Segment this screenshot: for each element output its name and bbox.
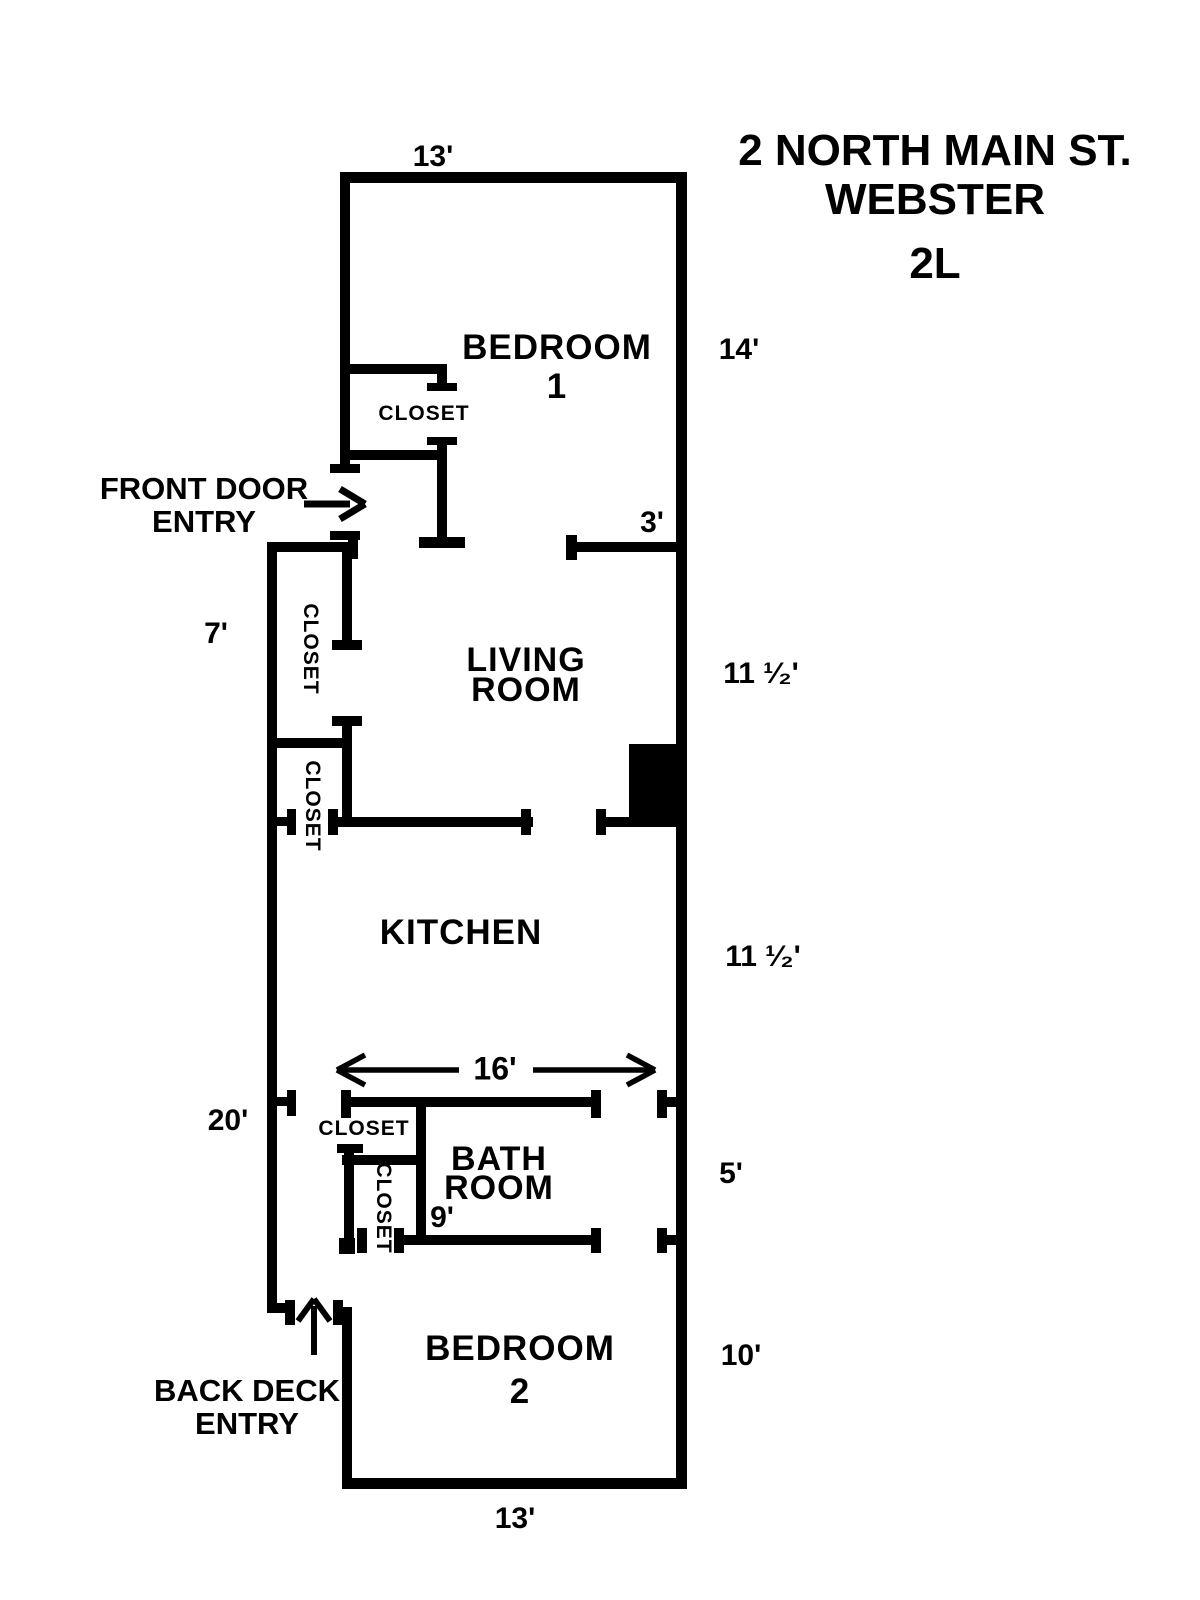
wall-bath-south-a: [399, 1235, 601, 1245]
door-jamb-frontdoor-top: [330, 464, 360, 473]
door-jamb-backdoor-left: [285, 1300, 295, 1325]
wall-outer-top: [340, 172, 687, 183]
door-jamb-kitchen-a-right: [521, 809, 531, 835]
dim-bottom-width: 13': [494, 1502, 536, 1535]
dim-kitchen-width: 16': [473, 1050, 517, 1087]
closet-label-hall-lower: CLOSET: [301, 760, 324, 852]
front-entry-line1: FRONT DOOR: [99, 471, 309, 507]
room-bath-line2: ROOM: [444, 1169, 554, 1207]
dim-bedroom2-height: 10': [720, 1339, 762, 1372]
dim-living-height: 11 ¹⁄₂': [723, 657, 799, 690]
room-label-bedroom2: BEDROOM 2: [425, 1327, 615, 1413]
kitchen-width-dimension-arrow-icon: [335, 1052, 657, 1088]
wall-hallway-west: [267, 542, 277, 1313]
wall-backdoor-lip: [267, 1303, 295, 1313]
wall-hallcloset-divider: [267, 738, 352, 748]
plan-title-line3: 2L: [909, 238, 961, 288]
dim-bath-width: 9': [430, 1201, 454, 1234]
closet-label-bedroom1: CLOSET: [378, 402, 470, 425]
back-deck-arrow-icon: [295, 1297, 333, 1355]
wall-bathcloset-divider: [342, 1155, 426, 1165]
closet-label-bath-upper: CLOSET: [318, 1117, 410, 1140]
room-bath-line1: BATH: [451, 1140, 547, 1178]
room-label-living: LIVING ROOM: [466, 641, 586, 709]
wall-bedroom2-west: [342, 1307, 352, 1489]
back-deck-entry-label: BACK DECK ENTRY: [154, 1373, 340, 1441]
door-jamb-hallcloset2-top: [332, 716, 362, 726]
dim-bath-height: 5': [719, 1157, 743, 1190]
wall-bath-north-b: [662, 1097, 687, 1107]
plan-title-line2: WEBSTER: [824, 175, 1045, 225]
plan-title: 2 NORTH MAIN ST. WEBSTER 2L: [738, 126, 1132, 288]
wall-hallcloset2-east: [342, 722, 352, 827]
closet-label-hall-upper: CLOSET: [299, 603, 322, 695]
door-jamb-bathcloset3: [337, 1144, 363, 1153]
room-label-bedroom1: BEDROOM 1: [462, 328, 652, 406]
back-entry-line1: BACK DECK: [154, 1373, 340, 1409]
room-living-line2: ROOM: [471, 671, 581, 709]
dim-hall-width: 7': [204, 617, 228, 650]
room-bedroom1-name: BEDROOM: [462, 328, 652, 367]
door-jamb-bathnorth-hall-h: [277, 1097, 296, 1106]
closet-label-bath-lower: CLOSET: [372, 1162, 395, 1254]
chimney-block: [629, 744, 682, 822]
front-door-arrow-icon: [304, 485, 367, 523]
front-entry-line2: ENTRY: [152, 504, 256, 539]
wall-b1closet-east-upper: [437, 364, 447, 391]
door-jamb-b1closet-top: [427, 383, 457, 391]
wall-b1closet-east-lower: [437, 437, 447, 541]
wall-hallway-top: [267, 542, 352, 552]
wall-hallcloset1-east: [342, 552, 352, 646]
room-label-kitchen: KITCHEN: [379, 913, 543, 952]
dim-living-opening: 3': [640, 506, 664, 539]
wall-b1closet-south: [340, 450, 447, 460]
wall-kitchen-north-a: [333, 817, 533, 827]
door-jamb-bathsouth-right: [591, 1228, 601, 1253]
dim-top-width: 13': [412, 140, 454, 173]
dim-kitchen-height: 11 ¹⁄₂': [725, 940, 801, 973]
door-jamb-bathnorth-hall-v: [287, 1090, 296, 1116]
room-bedroom2-number: 2: [509, 1372, 531, 1411]
door-jamb-closet4-left: [357, 1228, 367, 1253]
door-jamb-hallway-top: [348, 531, 358, 559]
plan-title-line1: 2 NORTH MAIN ST.: [738, 126, 1132, 176]
wall-outer-right: [676, 172, 687, 1489]
wall-kitchen-north-b: [601, 817, 687, 827]
room-label-bath: BATH ROOM: [444, 1140, 554, 1207]
door-jamb-hallcloset1-bottom: [332, 640, 362, 650]
wall-bath-south-b: [662, 1235, 687, 1245]
wall-bathcloset-west: [344, 1150, 354, 1245]
wall-bedroom1-west: [340, 172, 350, 473]
wall-outer-bottom: [342, 1478, 687, 1489]
back-entry-line2: ENTRY: [195, 1406, 299, 1441]
door-jamb-b1-south: [419, 537, 465, 548]
dim-hall-length: 20': [207, 1104, 249, 1137]
door-jamb-bathcloset-west-bottom: [339, 1238, 355, 1254]
door-jamb-bathnorth-right: [591, 1090, 601, 1118]
door-jamb-kitchen-hall-h: [277, 817, 296, 826]
dim-bedroom1-height: 14': [718, 333, 760, 366]
wall-b1closet-north: [340, 364, 447, 374]
wall-bathcloset-east: [416, 1097, 426, 1245]
room-bedroom1-number: 1: [546, 367, 568, 406]
door-jamb-kitchen-hall-v: [287, 809, 296, 835]
wall-living-north: [572, 542, 687, 552]
wall-bath-north-a: [341, 1097, 601, 1107]
door-jamb-frontdoor-bottom: [330, 531, 360, 540]
wall-backdoor-connector: [333, 1307, 352, 1317]
door-jamb-living-north: [566, 535, 577, 560]
front-door-entry-label: FRONT DOOR ENTRY: [99, 471, 309, 539]
room-living-line1: LIVING: [466, 641, 586, 679]
room-bedroom2-name: BEDROOM: [425, 1329, 615, 1368]
